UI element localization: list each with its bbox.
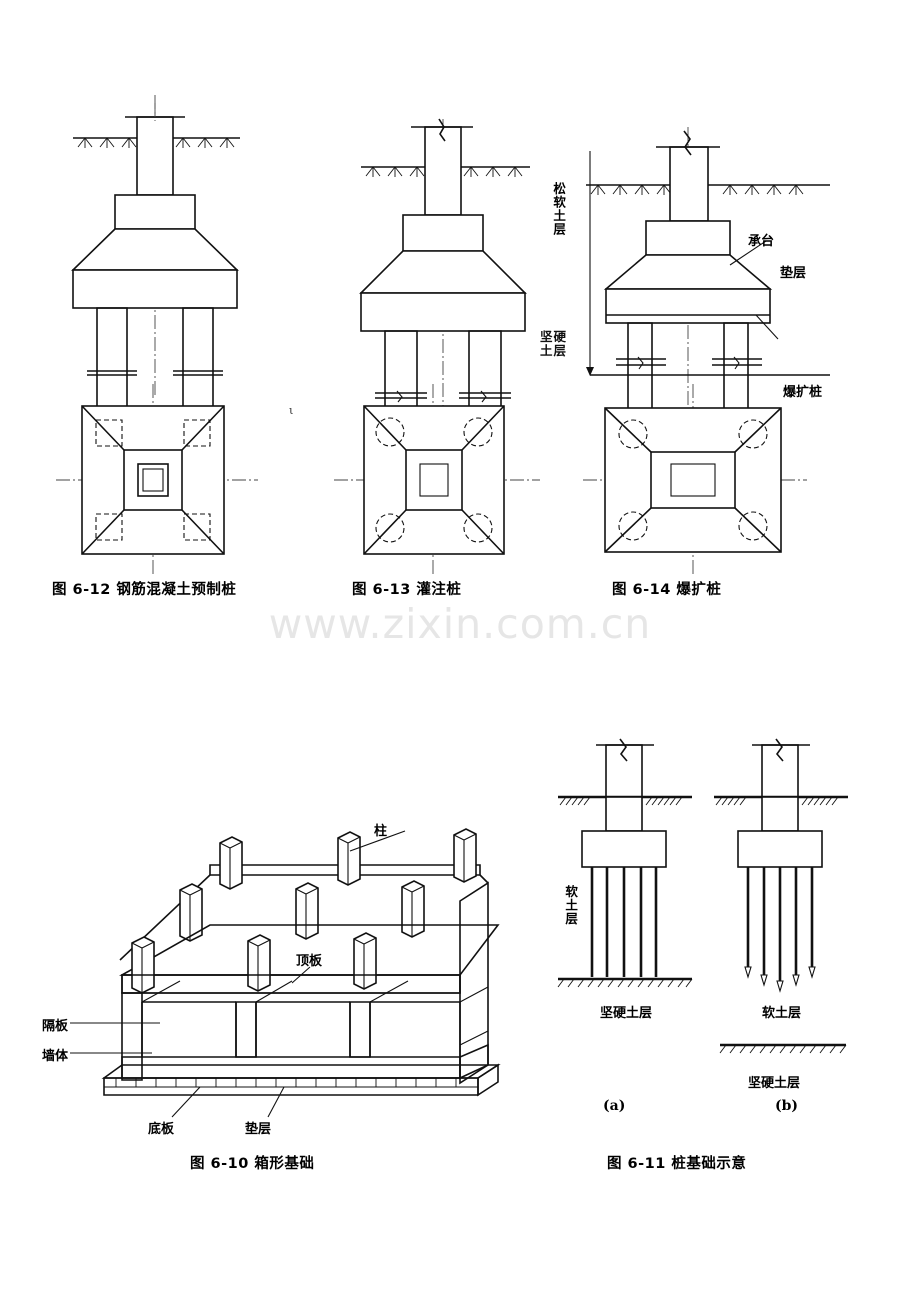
label-pile-cap: 承台 xyxy=(748,234,775,249)
column-back-row xyxy=(219,828,477,890)
label-soft-soil-a: 软土层 xyxy=(563,885,579,926)
figure-6-11-sub-b xyxy=(714,738,848,1054)
watermark: www.zixin.com.cn xyxy=(268,600,652,648)
label-soft-soil-layer-fig614: 松软土层 xyxy=(551,182,567,236)
label-cushion-layer-box: 垫层 xyxy=(245,1122,272,1137)
caption-figure-6-12: 图 6-12 钢筋混凝土预制桩 xyxy=(52,582,237,598)
label-top-slab: 顶板 xyxy=(296,954,323,969)
figure-6-11-sub-a xyxy=(557,738,693,988)
caption-figure-6-13: 图 6-13 灌注桩 xyxy=(352,582,462,598)
figure-6-13 xyxy=(345,115,575,565)
caption-figure-6-10: 图 6-10 箱形基础 xyxy=(190,1156,315,1172)
caption-figure-6-14: 图 6-14 爆扩桩 xyxy=(612,582,722,598)
column-front-row xyxy=(131,932,377,994)
label-bottom-slab: 底板 xyxy=(148,1122,175,1137)
figure-6-13-plan xyxy=(334,384,548,576)
label-cushion-layer: 垫层 xyxy=(780,266,807,281)
caption-figure-6-11: 图 6-11 桩基础示意 xyxy=(607,1156,747,1172)
subfigure-key-a: (a) xyxy=(603,1098,626,1114)
label-column: 柱 xyxy=(374,824,388,839)
label-soft-soil-b: 软土层 xyxy=(762,1006,802,1021)
figure-6-10 xyxy=(60,795,530,1125)
column-middle-row xyxy=(179,880,425,942)
figure-6-12-plan xyxy=(56,384,268,574)
figure-6-14-plan xyxy=(583,384,815,576)
label-hard-soil-layer-fig614: 坚硬土层 xyxy=(540,329,568,358)
label-hard-soil-b: 坚硬土层 xyxy=(748,1076,801,1091)
label-partition-plate: 隔板 xyxy=(42,1019,69,1034)
stray-ink-mark: ι xyxy=(289,404,294,417)
subfigure-key-b: (b) xyxy=(775,1098,799,1114)
figure-6-11 xyxy=(540,735,910,1125)
label-hard-soil-a: 坚硬土层 xyxy=(600,1006,653,1021)
label-wall-body: 墙体 xyxy=(42,1049,69,1064)
label-expanded-pile: 爆扩桩 xyxy=(783,385,823,400)
